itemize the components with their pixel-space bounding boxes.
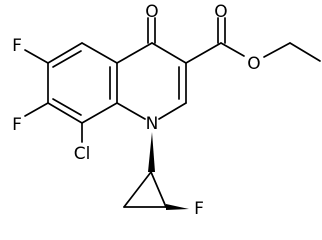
bond-c6-f bbox=[24, 49, 49, 64]
bond-c2-n1 bbox=[158, 102, 187, 120]
bond-c6-c5 bbox=[47, 42, 83, 64]
bond-c4-c3 bbox=[151, 42, 187, 64]
f-cyclopropyl-label: F bbox=[194, 199, 204, 219]
n1-label: N bbox=[146, 114, 159, 134]
bond-c4a-c4 bbox=[116, 42, 153, 64]
bond-c8-c7 bbox=[47, 102, 83, 124]
bond-c7-f bbox=[24, 102, 49, 117]
bond-cester-oether bbox=[220, 42, 245, 57]
bond-c8-c7-inner bbox=[52, 98, 82, 116]
bond-c5-c4a bbox=[81, 42, 118, 64]
bond-oether-ch2 bbox=[263, 42, 291, 58]
cl8-label: Cl bbox=[74, 144, 91, 164]
bond-cp1-cp3 bbox=[123, 171, 152, 208]
bonds bbox=[24, 17, 321, 208]
wedge-bonds bbox=[148, 132, 189, 210]
bond-ch2-ch3 bbox=[289, 42, 321, 62]
wedge-n1-cp1 bbox=[148, 132, 155, 172]
f6-label: F bbox=[12, 36, 22, 56]
bond-c8a-c8 bbox=[81, 102, 118, 124]
bond-cp2-cp1 bbox=[150, 171, 167, 208]
atom-labels: O O O F F Cl N F bbox=[12, 2, 261, 219]
ester-o-label: O bbox=[247, 54, 260, 74]
bond-n1-c8a bbox=[116, 102, 146, 120]
bond-c3-cester bbox=[185, 42, 222, 64]
f7-label: F bbox=[12, 115, 22, 135]
wedge-cp2-f bbox=[166, 204, 189, 210]
oxo-label: O bbox=[145, 2, 158, 22]
chemical-structure-diagram: O O O F F Cl N F bbox=[12, 2, 321, 219]
ester-carbonyl-o-label: O bbox=[214, 2, 227, 22]
bond-c6-c5-inner bbox=[52, 50, 82, 68]
